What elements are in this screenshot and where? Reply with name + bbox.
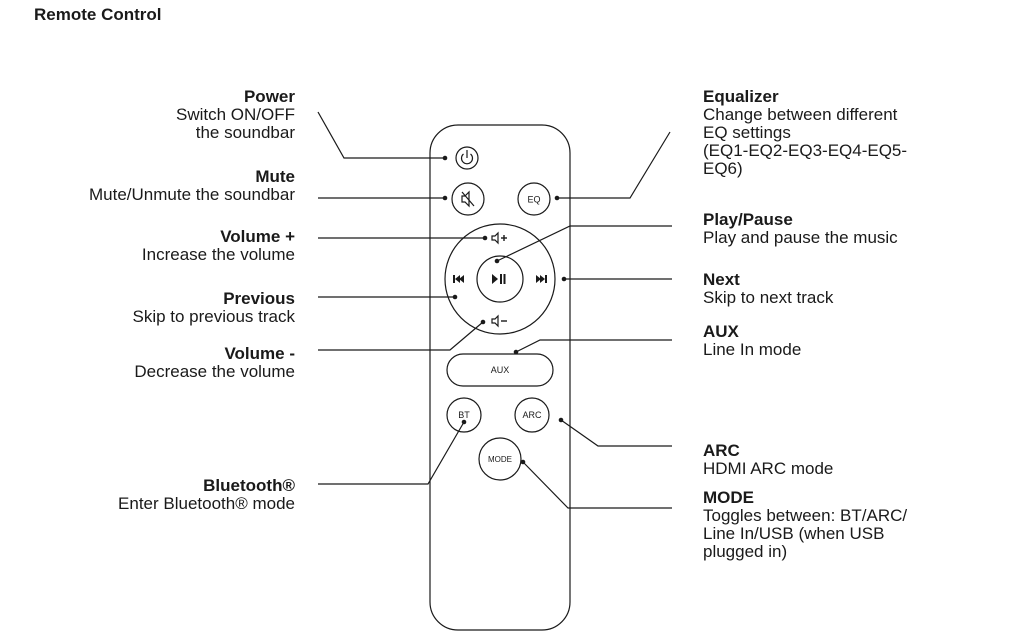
label-desc: Play and pause the music	[703, 228, 898, 247]
leader-aux	[515, 339, 672, 353]
label-title: Play/Pause	[703, 210, 793, 229]
label-title: Volume +	[220, 227, 295, 246]
leader-play-pause	[496, 225, 672, 262]
label-desc: Skip to previous track	[132, 307, 295, 326]
label-title: ARC	[703, 441, 740, 460]
mode-button[interactable]	[478, 437, 522, 481]
page-title: Remote Control	[34, 5, 162, 24]
label-desc: Change between different EQ settings (EQ…	[703, 105, 908, 178]
label-bluetooth: Bluetooth® Enter Bluetooth® mode	[118, 477, 295, 513]
label-title: Previous	[223, 289, 295, 308]
leader-volume-down	[318, 321, 484, 351]
label-equalizer: Equalizer Change between different EQ se…	[703, 88, 907, 178]
label-title: Volume -	[224, 344, 295, 363]
previous-icon	[453, 275, 464, 283]
play-pause-icon	[492, 274, 506, 284]
label-play-pause: Play/Pause Play and pause the music	[703, 211, 898, 247]
label-title: Power	[243, 87, 295, 106]
label-mode: MODE Toggles between: BT/ARC/ Line In/US…	[703, 489, 907, 561]
label-title: Mute	[255, 167, 295, 186]
eq-button[interactable]	[517, 182, 551, 216]
label-title: MODE	[703, 488, 754, 507]
leader-bluetooth	[318, 421, 465, 485]
label-desc: Decrease the volume	[134, 362, 295, 381]
volume-up-icon	[491, 231, 499, 245]
label-volume-up: Volume + Increase the volume	[142, 228, 295, 264]
label-desc: Mute/Unmute the soundbar	[88, 185, 295, 204]
label-desc: Switch ON/OFF the soundbar	[175, 105, 295, 142]
next-icon	[536, 275, 547, 283]
play-pause-button[interactable]	[476, 255, 524, 303]
leader-power	[317, 111, 445, 159]
bt-button-label: BT	[458, 410, 470, 420]
mute-button[interactable]	[451, 182, 485, 216]
arc-button[interactable]	[514, 397, 550, 433]
label-title: Equalizer	[703, 87, 779, 106]
label-aux: AUX Line In mode	[703, 323, 801, 359]
label-title: Next	[703, 270, 740, 289]
label-previous: Previous Skip to previous track	[132, 290, 295, 326]
label-power: Power Switch ON/OFF the soundbar	[176, 88, 295, 142]
label-mute: Mute Mute/Unmute the soundbar	[89, 168, 295, 204]
label-volume-down: Volume - Decrease the volume	[134, 345, 295, 381]
leader-arc	[560, 419, 672, 447]
label-desc: Enter Bluetooth® mode	[118, 494, 295, 513]
label-desc: Increase the volume	[141, 245, 295, 264]
aux-button[interactable]	[446, 353, 554, 387]
minus-icon	[501, 320, 507, 322]
volume-down-icon	[491, 314, 499, 328]
mute-icon	[461, 190, 475, 208]
leader-mode	[522, 461, 672, 509]
aux-button-label: AUX	[491, 365, 510, 375]
label-title: Bluetooth®	[203, 476, 295, 495]
dpad-ring	[444, 223, 556, 335]
label-next: Next Skip to next track	[703, 271, 833, 307]
power-button[interactable]	[455, 146, 479, 170]
label-desc: HDMI ARC mode	[703, 459, 834, 478]
remote-body	[429, 124, 571, 631]
arc-button-label: ARC	[522, 410, 542, 420]
label-arc: ARC HDMI ARC mode	[703, 442, 833, 478]
label-title: AUX	[703, 322, 739, 341]
label-desc: Line In mode	[703, 340, 802, 359]
bt-button[interactable]	[446, 397, 482, 433]
leader-equalizer	[557, 131, 671, 199]
power-icon	[460, 153, 474, 165]
mode-button-label: MODE	[488, 455, 512, 464]
eq-button-label: EQ	[527, 195, 540, 205]
label-desc: Skip to next track	[703, 288, 834, 307]
label-desc: Toggles between: BT/ARC/ Line In/USB (wh…	[703, 506, 908, 561]
